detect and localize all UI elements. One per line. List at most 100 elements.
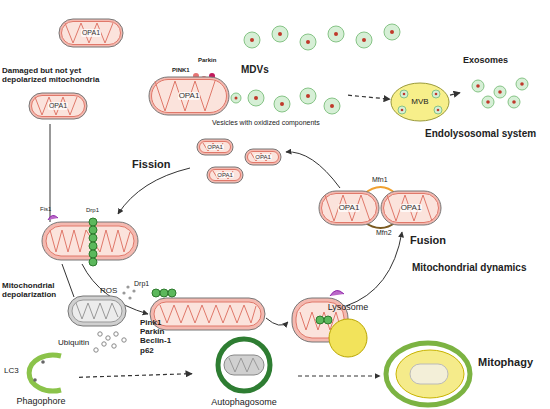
mitochondrion-outline-part	[322, 194, 377, 223]
fission-mitochondrion-part	[89, 234, 97, 242]
ubiquitin-dots-part	[98, 332, 102, 336]
section-label: Mitochondrial depolarization	[2, 281, 77, 299]
annotation-label: Vesicles with oxidized components	[212, 119, 320, 127]
autolysosome-part	[386, 343, 470, 405]
released-vesicles-part	[384, 24, 400, 40]
mitochondrion-outline-part	[149, 77, 229, 115]
exosome-cluster-outline-part	[494, 86, 506, 98]
vesicle-cluster: MDVs	[238, 64, 348, 116]
multivesicular-body-outline-part	[400, 90, 408, 98]
multivesicular-body: MVB	[390, 82, 450, 122]
phagophore-outline-part	[29, 355, 61, 391]
mitochondrion: OPA1	[244, 148, 282, 166]
vesicle-cluster-outline-part	[274, 96, 290, 112]
depolarized-mitochondrion	[68, 296, 126, 326]
phagophore-outline-part	[33, 378, 37, 382]
elongated-mitochondrion-part	[160, 289, 168, 297]
released-vesicles-part	[235, 97, 238, 100]
annotation-label: ROS	[100, 286, 117, 295]
multivesicular-body-outline-part	[432, 90, 440, 98]
mitochondrion-outline-part	[248, 152, 279, 163]
node-label: Lysosome	[328, 303, 369, 313]
autolysosome-part	[396, 350, 464, 398]
phagophore-outline-part	[41, 360, 45, 364]
elongated-mitochondrion	[150, 289, 265, 330]
exosome-cluster-outline-part	[520, 82, 524, 86]
lysosome-outline-part	[329, 319, 367, 357]
depolarized-mitochondrion-part	[76, 303, 118, 319]
released-vesicles-part	[231, 93, 241, 103]
fission-mitochondrion-part	[89, 242, 97, 250]
ros-dots-part	[128, 296, 131, 299]
released-vesicles-part	[362, 38, 366, 42]
ros-dots-part	[126, 285, 129, 288]
section-label: Fission	[132, 158, 171, 171]
elongated-mitochondrion-part	[154, 302, 261, 326]
mitochondrion-outline-part	[197, 139, 233, 155]
mitochondrion-outline-part	[384, 194, 439, 223]
annotation-label: Mfn1	[372, 176, 388, 184]
multivesicular-body-outline-part	[391, 83, 449, 121]
ubiquitin-dots-part	[102, 342, 106, 346]
mitochondrion-outline-part	[152, 80, 227, 113]
multivesicular-body-outline-part	[435, 93, 438, 96]
fission-mitochondrion-part	[89, 226, 97, 234]
mitochondrion-outline-part	[251, 153, 271, 161]
node-label: OPA1	[178, 92, 201, 101]
mitochondrion-outline-part	[62, 22, 121, 45]
mitochondrion-outline-part	[29, 93, 87, 119]
exosome-cluster-outline-part	[486, 100, 490, 104]
node-label: OPA1	[254, 154, 272, 161]
mitochondrion-outline-part	[207, 167, 243, 183]
multivesicular-body-outline-part	[437, 109, 440, 112]
section-label: Endolysosomal system	[425, 128, 536, 140]
ros-dots	[122, 285, 135, 299]
elongated-mitochondrion-part	[150, 298, 265, 330]
elongated-mitochondrion-part	[160, 305, 256, 323]
depolarized-mitochondrion-part	[68, 296, 126, 326]
dashed-arrow	[79, 374, 192, 378]
exosome-cluster-outline-part	[472, 80, 484, 92]
ubiquitin-dots-part	[114, 332, 118, 336]
autolysosome-part	[298, 376, 380, 377]
section-label: Damaged but not yet depolarized mitochon…	[2, 66, 127, 84]
cycle-arrows-part	[266, 318, 288, 325]
mitochondrion-outline-part	[203, 143, 223, 151]
section-label: PINK1	[172, 67, 190, 74]
autophagosome: Autophagosome	[192, 336, 296, 408]
released-vesicles-part	[328, 26, 344, 42]
ros-dots-part	[122, 291, 125, 294]
node-label: OPA1	[81, 29, 101, 37]
vesicle-cluster-outline-part	[254, 96, 258, 100]
depolarized-mitochondrion-part	[72, 300, 122, 322]
released-vesicles-part	[300, 34, 316, 50]
mitochondrion-outline-part	[319, 191, 379, 225]
cycle-arrows-part	[286, 152, 340, 188]
mitochondrion-outline-part	[210, 170, 241, 181]
section-label: Mitophagy	[478, 356, 533, 369]
mitochondrion-outline-part	[32, 96, 85, 117]
node-label: OPA1	[206, 144, 224, 151]
node-label: MVB	[411, 98, 428, 107]
recruiting-mitochondrion-part	[330, 290, 344, 296]
mitochondrion-outline-part	[200, 142, 231, 153]
ubiquitin-dots-part	[106, 336, 110, 340]
annotation-label: Mfn2	[376, 229, 392, 237]
mitochondrion-outline-part	[35, 97, 77, 115]
exosome-cluster-outline-part	[498, 90, 502, 94]
mitochondrion: OPA1	[380, 190, 442, 226]
multivesicular-body-outline-part	[398, 106, 406, 114]
elongated-mitochondrion-part	[152, 289, 160, 297]
phagophore: Phagophore	[3, 350, 79, 407]
annotation-label: Fis1	[40, 206, 51, 213]
mitochondrion-outline-part	[155, 81, 215, 111]
annotation-label: Drp1	[86, 207, 99, 214]
fission-mitochondrion-part	[89, 218, 97, 226]
node-label: OPA1	[48, 102, 68, 110]
annotation-label: LC3	[4, 366, 19, 375]
mitochondrion-outline-part	[387, 195, 432, 221]
fission-mitochondrion-part	[48, 215, 58, 220]
ubiquitin-dots-part	[112, 344, 116, 348]
released-vesicles-part	[334, 32, 338, 36]
